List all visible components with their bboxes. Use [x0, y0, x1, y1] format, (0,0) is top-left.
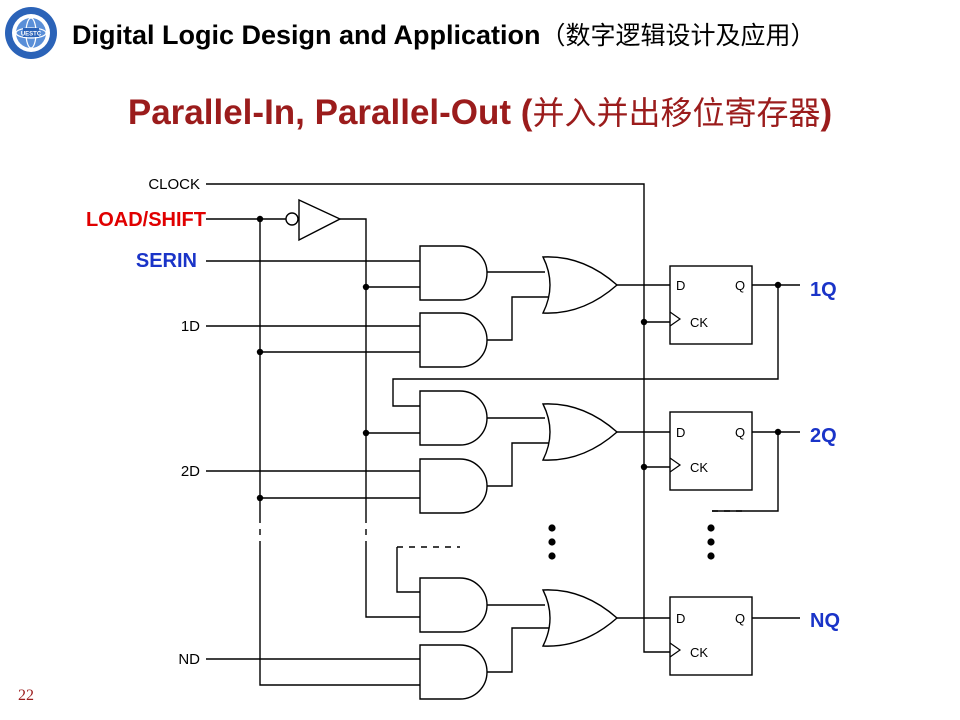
- clock-label: CLOCK: [148, 176, 200, 193]
- input-nd-label: ND: [178, 651, 200, 668]
- page-number: 22: [18, 687, 34, 704]
- and-gate-nb: [419, 644, 488, 700]
- course-title-cn: （数字逻辑设计及应用）: [540, 21, 816, 50]
- or-gate-n: [542, 589, 618, 647]
- slide-title-cn: 并入并出移位寄存器: [532, 94, 821, 132]
- slide-title: Parallel-In, Parallel-Out (并入并出移位寄存器): [0, 88, 960, 134]
- and-gate-2a: [419, 390, 488, 446]
- or-gate-2: [542, 403, 618, 461]
- course-title-en: Digital Logic Design and Application: [72, 20, 541, 50]
- ff2-ck-label: CK: [690, 460, 708, 475]
- input-1d-label: 1D: [181, 318, 200, 335]
- ffn-q-label: Q: [735, 611, 745, 626]
- flip-flop-2: [669, 411, 753, 491]
- ff1-q-label: Q: [735, 278, 745, 293]
- and-gate-1a: [419, 245, 488, 301]
- ff2-q-label: Q: [735, 425, 745, 440]
- serin-label: SERIN: [136, 250, 197, 272]
- ff2-d-label: D: [676, 425, 685, 440]
- output-1q-label: 1Q: [810, 279, 837, 301]
- and-gate-2b: [419, 458, 488, 514]
- ffn-d-label: D: [676, 611, 685, 626]
- input-2d-label: 2D: [181, 463, 200, 480]
- output-2q-label: 2Q: [810, 425, 837, 447]
- slide-header: UESTC Digital Logic Design and Applicati…: [0, 0, 960, 66]
- flip-flop-n: [669, 596, 753, 676]
- course-title: Digital Logic Design and Application（数字逻…: [72, 16, 816, 52]
- ff1-d-label: D: [676, 278, 685, 293]
- and-gate-1b: [419, 312, 488, 368]
- ff1-ck-label: CK: [690, 315, 708, 330]
- output-nq-label: NQ: [810, 610, 840, 632]
- or-gate-1: [542, 256, 618, 314]
- university-logo-icon: UESTC: [5, 7, 57, 59]
- ffn-ck-label: CK: [690, 645, 708, 660]
- and-gate-na: [419, 577, 488, 633]
- svg-text:UESTC: UESTC: [21, 32, 42, 38]
- load-shift-label: LOAD/SHIFT: [86, 209, 206, 231]
- slide-title-en: Parallel-In, Parallel-Out (: [127, 93, 533, 132]
- slide-title-close: ): [820, 93, 833, 132]
